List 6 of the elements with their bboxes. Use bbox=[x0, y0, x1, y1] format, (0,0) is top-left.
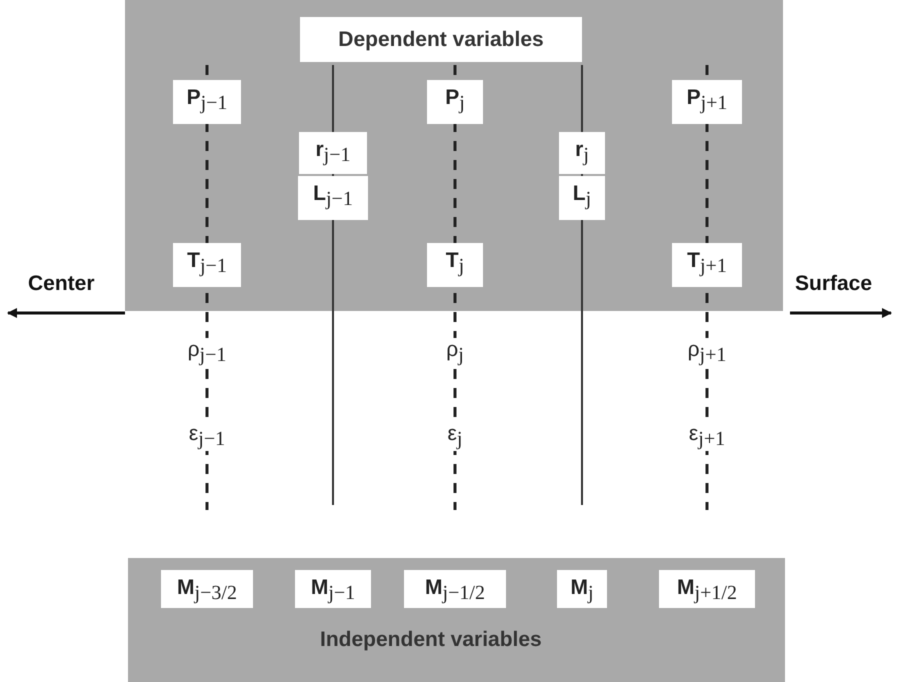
direction-label: Surface bbox=[795, 272, 872, 296]
upper-panel bbox=[125, 0, 783, 311]
direction-label: Center bbox=[28, 272, 95, 296]
panel-title: Dependent variables bbox=[300, 17, 582, 62]
panel-title: Independent variables bbox=[320, 628, 542, 652]
lower-panel bbox=[128, 558, 785, 682]
